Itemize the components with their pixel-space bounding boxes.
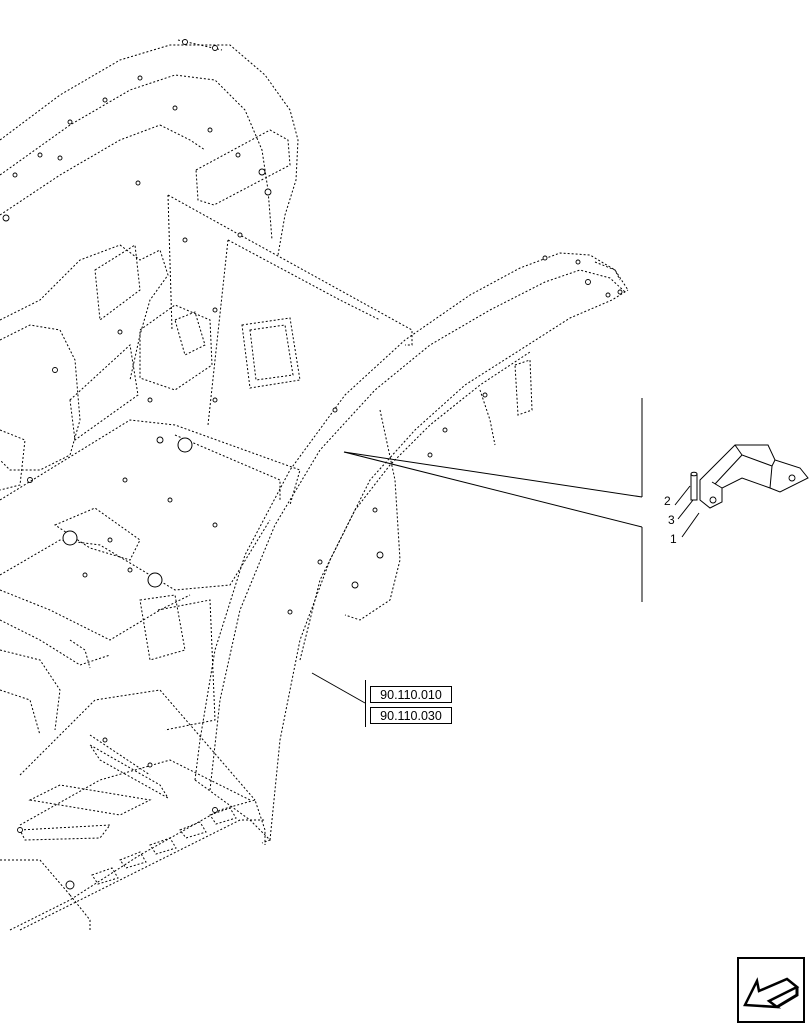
rear-fender [194,252,629,844]
callout-2: 2 [664,494,671,508]
reference-code-box[interactable]: 90.110.030 [370,707,452,724]
upper-housing [0,39,299,256]
next-page-arrow-icon[interactable] [737,957,805,1023]
callout-1: 1 [670,532,677,546]
arrow-icon-graphic [737,957,805,1023]
reference-leader [311,398,643,704]
floor-platform [0,419,301,736]
reference-bracket [365,680,371,727]
centre-panel [139,194,413,426]
reference-code-box[interactable]: 90.110.010 [370,686,452,703]
left-side-frame [0,244,169,491]
exploded-parts-drawing: 2 3 1 [0,39,809,931]
bracket-part [674,444,809,538]
step-assembly [0,594,266,931]
callout-3: 3 [668,513,675,527]
